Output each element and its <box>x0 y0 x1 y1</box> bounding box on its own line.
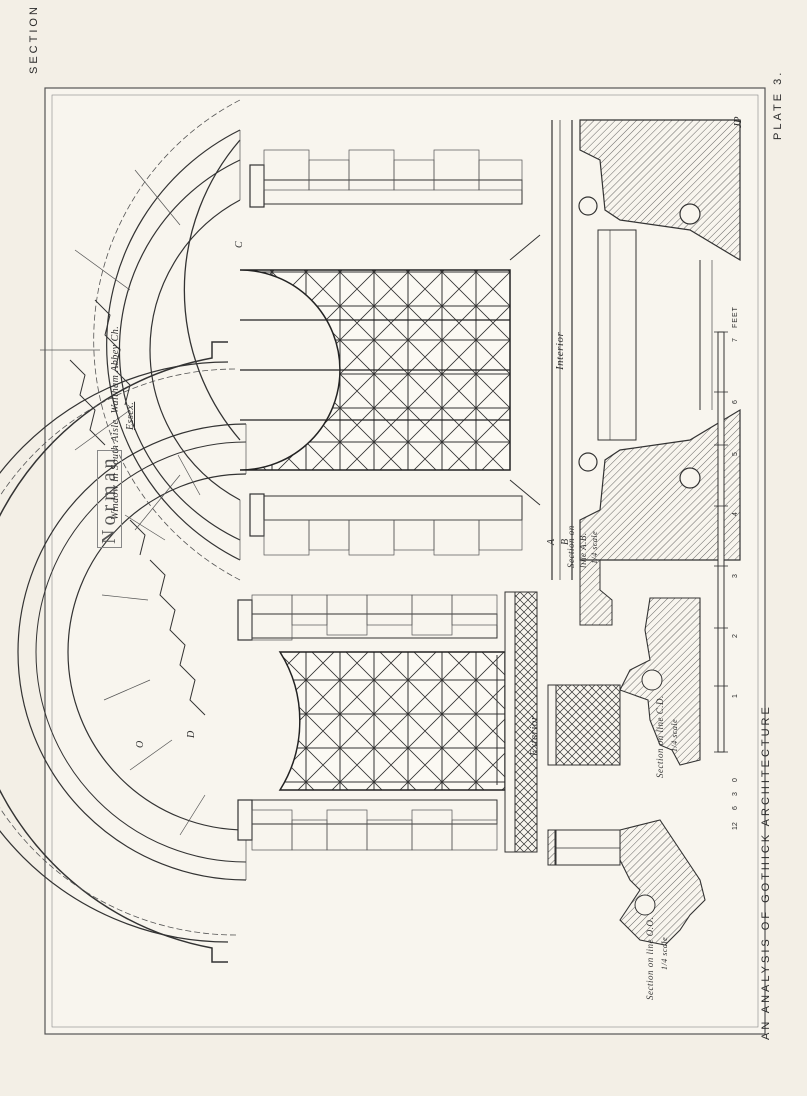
scale-unit: FEET <box>732 306 739 328</box>
scale-tick: 5 <box>732 452 739 456</box>
section-label: SECTION I <box>28 0 40 74</box>
section-cd-profile <box>619 597 701 766</box>
scale-bar <box>714 331 728 753</box>
lattice-detail <box>547 684 621 866</box>
mark-d: D <box>186 730 197 738</box>
scale-tick: 3 <box>732 792 739 796</box>
section-ab-profile <box>579 559 613 626</box>
caption-section-oo-2: 1/4 scale <box>660 936 669 970</box>
caption-section-ab-2: line A.B. <box>578 532 588 568</box>
caption-section-cd-2: 1/4 scale <box>670 718 679 752</box>
caption-section-ab-3: 1/4 scale <box>590 530 599 564</box>
book-title: AN ANALYSIS OF GOTHICK ARCHITECTURE <box>760 704 772 1040</box>
scale-tick: 1 <box>732 694 739 698</box>
window-exterior-elevation <box>0 341 538 963</box>
caption-section-cd-1: Section on line C.D. <box>655 695 665 778</box>
caption-section-oo-1: Section on line O.O. <box>645 916 655 1000</box>
mark-b: B <box>560 538 571 545</box>
label-interior: Interior <box>554 331 566 370</box>
caption-county: Essex. <box>125 401 136 430</box>
mark-a: A <box>546 538 557 545</box>
scale-tick: 3 <box>732 574 739 578</box>
scale-tick: 7 <box>732 338 739 342</box>
caption-section-ab-1: Section on <box>566 525 576 568</box>
mark-c: C <box>234 240 245 248</box>
section-ab-drawing <box>578 119 741 561</box>
scale-tick: 12 <box>732 822 739 830</box>
scale-tick: 0 <box>732 778 739 782</box>
plate-label: PLATE 3. <box>772 69 784 140</box>
mark-o: O <box>135 740 146 748</box>
scale-tick: 4 <box>732 512 739 516</box>
scale-tick: 6 <box>732 806 739 810</box>
label-exterior: Exterior <box>528 715 540 756</box>
scale-tick: 6 <box>732 400 739 404</box>
caption-main: Window in South Aisle, Waltham Abbey Ch. <box>110 325 121 520</box>
section-oo-profile <box>619 819 706 946</box>
monogram: JP <box>732 116 744 128</box>
scale-tick: 2 <box>732 634 739 638</box>
window-interior-elevation <box>40 99 573 581</box>
plate-border-inner <box>51 94 759 1028</box>
